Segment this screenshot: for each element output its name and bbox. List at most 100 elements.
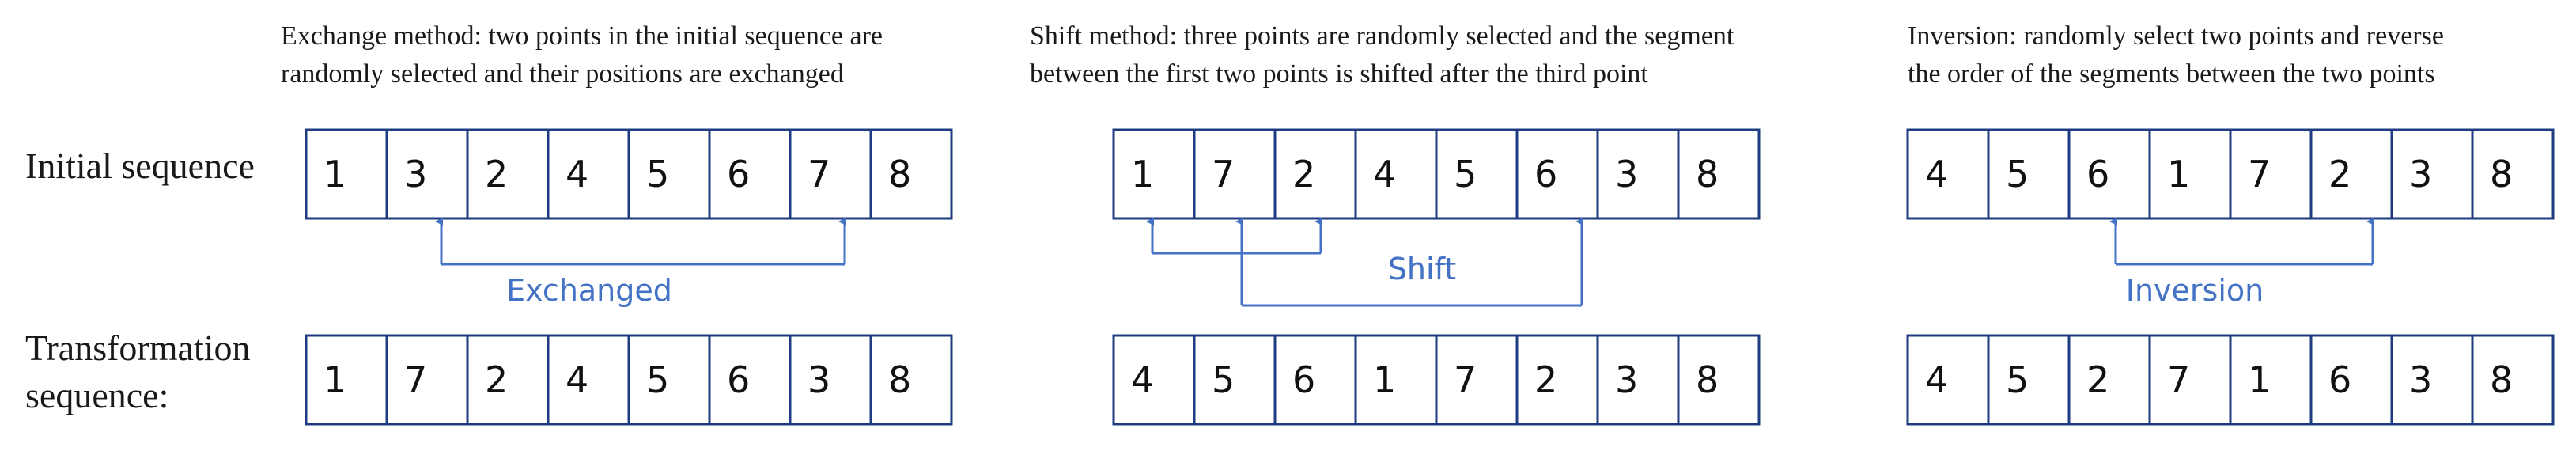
shift-operation-label: Shift [1388,252,1456,286]
exchange-transformed-value: 1 [323,358,346,401]
exchange-initial-cell [869,128,953,220]
exchange-initial-cell [789,128,872,220]
inversion-transformed-value: 8 [2490,358,2513,401]
exchange-initial-value: 5 [646,153,669,195]
inversion-transformed-cell [2390,334,2474,426]
transformation-label-line2: sequence: [25,375,168,415]
exchange-initial-value: 8 [888,153,911,195]
exchange-initial-cell [466,128,550,220]
shift-initial-cell [1515,128,1599,220]
exchange-initial-cell [708,128,792,220]
inversion-initial-value: 1 [2167,153,2190,195]
shift-initial-value: 1 [1131,153,1154,195]
inversion-description-line1: Inversion: randomly select two points an… [1908,21,2444,51]
inversion-initial-cell [2148,128,2232,220]
shift-transformed-cell [1193,334,1277,426]
exchange-connector [435,218,846,266]
shift-initial-value: 4 [1373,153,1396,195]
inversion-initial-sequence: 4 5 6 1 7 2 3 8 [1906,128,2555,220]
shift-initial-value: 6 [1534,153,1557,195]
exchange-transformed-value: 3 [808,358,830,401]
shift-initial-value: 3 [1615,153,1638,195]
shift-transformed-value: 5 [1212,358,1235,401]
inversion-transformed-value: 2 [2086,358,2109,401]
inversion-initial-cell [2390,128,2474,220]
inversion-connector [2109,218,2374,266]
exchange-description-line1: Exchange method: two points in the initi… [281,21,883,51]
inversion-transformed-cell [2471,334,2555,426]
exchange-transformed-value: 2 [485,358,508,401]
initial-sequence-label: Initial sequence [25,146,255,186]
panel-inversion: Inversion: randomly select two points an… [1906,21,2555,426]
shift-transformed-cell [1677,334,1761,426]
exchange-initial-cell [305,128,388,220]
inversion-transformed-value: 6 [2328,358,2351,401]
shift-transformed-value: 3 [1615,358,1638,401]
exchange-transformed-value: 7 [404,358,427,401]
exchange-operation-label: Exchanged [506,273,672,308]
inversion-initial-cell [2471,128,2555,220]
shift-transformed-cell [1112,334,1196,426]
exchange-transformed-cell [385,334,469,426]
exchange-initial-value: 7 [808,153,830,195]
shift-initial-cell [1596,128,1680,220]
exchange-initial-sequence: 1 3 2 4 5 6 7 8 [305,128,953,220]
inversion-initial-value: 4 [1925,153,1948,195]
inversion-initial-value: 3 [2409,153,2432,195]
inversion-transformed-value: 1 [2248,358,2271,401]
shift-initial-cell [1677,128,1761,220]
exchange-transformed-sequence: 1 7 2 4 5 6 3 8 [305,334,953,426]
exchange-initial-value: 3 [404,153,427,195]
exchange-initial-value: 4 [566,153,588,195]
inversion-initial-value: 7 [2248,153,2271,195]
shift-transformed-value: 4 [1131,358,1154,401]
exchange-description-line2: randomly selected and their positions ar… [281,59,844,89]
inversion-description-line2: the order of the segments between the tw… [1908,59,2435,89]
inversion-initial-value: 8 [2490,153,2513,195]
exchange-transformed-cell [627,334,711,426]
shift-description-line1: Shift method: three points are randomly … [1030,21,1734,51]
exchange-initial-cell [627,128,711,220]
inversion-transformed-cell [2148,334,2232,426]
shift-transformed-cell [1435,334,1519,426]
inversion-initial-value: 6 [2086,153,2109,195]
inversion-transformed-value: 5 [2006,358,2029,401]
panel-exchange: Exchange method: two points in the initi… [281,21,953,426]
exchange-initial-value: 2 [485,153,508,195]
inversion-initial-cell [1906,128,1990,220]
inversion-operation-label: Inversion [2126,273,2264,308]
shift-initial-cell [1435,128,1519,220]
exchange-initial-value: 6 [727,153,750,195]
exchange-transformed-value: 6 [727,358,750,401]
exchange-transformed-value: 4 [566,358,588,401]
shift-transformed-value: 8 [1696,358,1719,401]
exchange-transformed-value: 8 [888,358,911,401]
shift-initial-value: 7 [1212,153,1235,195]
shift-transformed-value: 1 [1373,358,1396,401]
shift-initial-value: 8 [1696,153,1719,195]
shift-initial-cell [1193,128,1277,220]
shift-transformed-cell [1515,334,1599,426]
shift-initial-cell [1273,128,1357,220]
shift-initial-value: 5 [1454,153,1477,195]
inversion-transformed-cell [2309,334,2393,426]
exchange-transformed-value: 5 [646,358,669,401]
inversion-transformed-cell [2067,334,2151,426]
inversion-transformed-cell [2229,334,2313,426]
transformation-label-line1: Transformation [25,328,251,368]
shift-initial-cell [1112,128,1196,220]
shift-transformed-value: 7 [1454,358,1477,401]
shift-transformed-value: 2 [1534,358,1557,401]
inversion-initial-value: 5 [2006,153,2029,195]
exchange-transformed-cell [708,334,792,426]
shift-transformed-cell [1596,334,1680,426]
panel-shift: Shift method: three points are randomly … [1030,21,1761,426]
inversion-transformed-value: 7 [2167,358,2190,401]
exchange-transformed-cell [869,334,953,426]
inversion-initial-value: 2 [2328,153,2351,195]
exchange-initial-value: 1 [323,153,346,195]
exchange-initial-cell [385,128,469,220]
